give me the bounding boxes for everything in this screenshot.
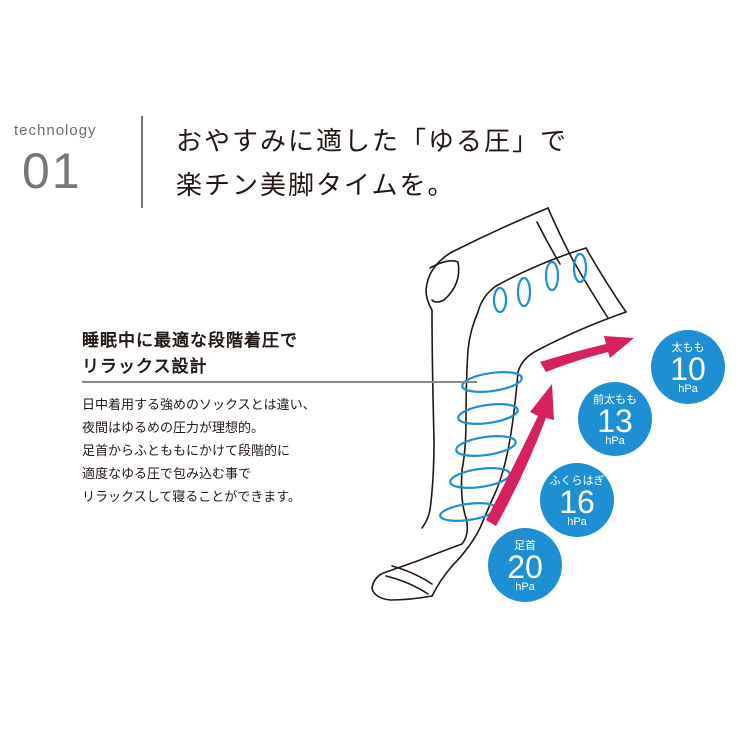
headline-line-2: 楽チン美脚タイムを。 — [176, 171, 456, 201]
back-leg-outline — [425, 207, 549, 511]
pressure-label: 前太もも — [593, 392, 637, 406]
horizontal-rule — [82, 381, 477, 383]
ring-5 — [461, 371, 523, 393]
ring-3 — [544, 260, 560, 292]
technology-number: 01 — [22, 143, 82, 199]
ring-4 — [572, 252, 588, 284]
description-line: 適度なゆる圧で包み込む事で — [82, 467, 252, 482]
pressure-badge-ankle: 足首 20 hPa — [488, 528, 562, 602]
ankle-band — [391, 565, 433, 585]
rightward-arrow — [540, 336, 634, 372]
pressure-badge-thigh: 太もも 10 hPa — [651, 330, 725, 404]
front-thigh-upper — [477, 247, 587, 313]
description: 日中着用する強めのソックスとは違い、 夜間はゆるめの圧力が理想的。 足首からふと… — [82, 394, 316, 509]
pressure-unit: hPa — [515, 580, 535, 593]
back-foot — [421, 509, 431, 529]
pressure-value: 13 — [597, 402, 633, 439]
front-knee — [461, 311, 479, 471]
pressure-unit: hPa — [678, 382, 698, 395]
description-line: 日中着用する強めのソックスとは違い、 — [82, 398, 316, 413]
pressure-value: 20 — [507, 548, 543, 585]
pressure-unit: hPa — [605, 434, 625, 447]
technology-label: technology — [14, 122, 97, 139]
vertical-divider — [141, 116, 143, 208]
pressure-unit: hPa — [567, 515, 587, 528]
back-leg-band — [536, 221, 561, 265]
headline-line-1: おやすみに適した「ゆる圧」で — [176, 127, 569, 157]
pressure-value: 10 — [670, 350, 706, 387]
headline: おやすみに適した「ゆる圧」で 楽チン美脚タイムを。 — [176, 120, 568, 208]
back-leg-knee — [429, 260, 460, 303]
ring-7 — [455, 435, 517, 457]
back-leg-top-edge — [547, 207, 575, 263]
ring-6 — [457, 403, 519, 425]
pressure-label: 太もも — [671, 340, 705, 354]
sub-heading: 睡眠中に最適な段階着圧で リラックス設計 — [82, 328, 298, 380]
front-thigh-lower — [491, 311, 627, 501]
ankle-band-2 — [385, 575, 429, 595]
pressure-label: ふくらはぎ — [549, 473, 605, 487]
upward-arrow — [486, 384, 554, 526]
pressure-label: 足首 — [514, 538, 536, 552]
sub-heading-line-2: リラックス設計 — [82, 357, 208, 377]
pressure-badge-calf: ふくらはぎ 16 hPa — [540, 463, 614, 537]
ring-1 — [492, 286, 508, 314]
front-shin — [371, 469, 469, 601]
heel — [431, 499, 493, 597]
front-thigh-top — [585, 247, 627, 313]
ring-2 — [516, 276, 532, 308]
front-thigh-band — [573, 261, 609, 319]
sub-heading-line-1: 睡眠中に最適な段階着圧で — [82, 331, 298, 351]
description-line: 足首からふとももにかけて段階的に — [82, 444, 291, 459]
pressure-badge-front-thigh: 前太もも 13 hPa — [578, 382, 652, 456]
description-line: 夜間はゆるめの圧力が理想的。 — [82, 421, 265, 436]
description-line: リラックスして寝ることができます。 — [82, 490, 301, 505]
pressure-value: 16 — [559, 483, 595, 520]
